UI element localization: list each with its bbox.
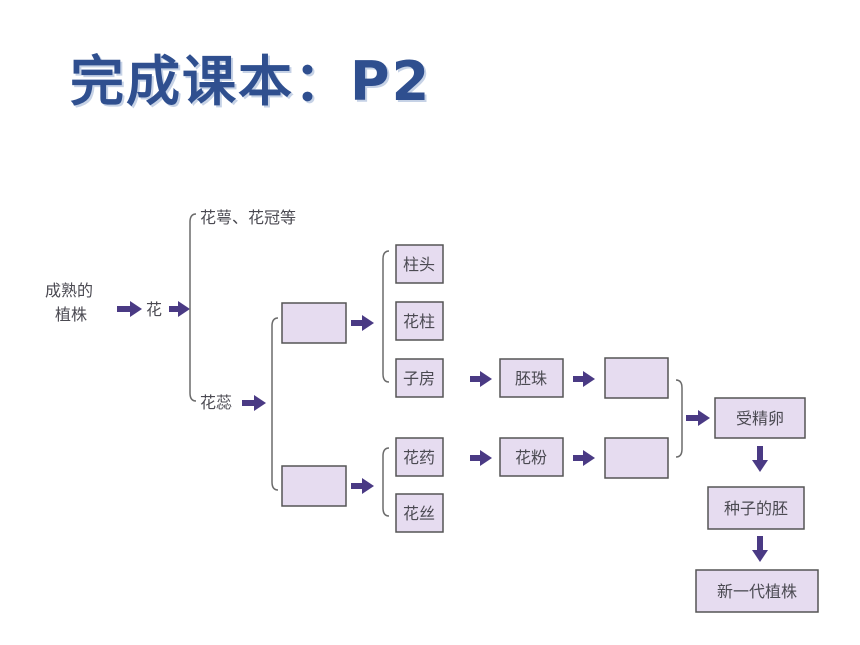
label-pollen: 花粉 [515, 448, 547, 467]
label-fertilized-egg: 受精卵 [736, 409, 784, 428]
label-flower: 花 [146, 300, 162, 319]
label-calyx-corolla: 花萼、花冠等 [200, 208, 296, 227]
blank-box-egg[interactable] [604, 357, 669, 399]
arrow-stamen-to-bracket [351, 478, 374, 494]
arrow-ovary-to-ovule [470, 371, 492, 387]
bracket-fertilization [675, 379, 683, 458]
label-ovary: 子房 [403, 369, 435, 388]
label-mature-plant-line2: 植株 [55, 305, 87, 324]
bracket-stamen-parts [382, 447, 390, 517]
arrow-pollen-to-blank [573, 450, 595, 466]
arrow-ovule-to-blank [573, 371, 595, 387]
blank-box-stamen[interactable] [281, 465, 347, 507]
arrow-pistil-to-bracket [351, 315, 374, 331]
arrow-plant-to-flower [117, 301, 142, 317]
arrow-anther-to-pollen [470, 450, 492, 466]
arrow-embryo-to-new-plant [752, 536, 768, 562]
box-fertilized-egg [714, 397, 806, 439]
box-filament [395, 493, 444, 533]
page-title: 完成课本：P2 [70, 50, 432, 113]
label-stamens-pistil: 花蕊 [200, 393, 232, 412]
arrow-flower-to-bracket [169, 301, 190, 317]
box-anther [395, 437, 444, 477]
box-new-plant [695, 569, 819, 613]
label-new-plant: 新一代植株 [717, 582, 797, 601]
box-style [395, 301, 444, 341]
label-mature-plant-line1: 成熟的 [45, 281, 93, 300]
label-ovule: 胚珠 [515, 369, 547, 388]
blank-box-sperm[interactable] [604, 437, 669, 479]
blank-box-pistil[interactable] [281, 302, 347, 344]
bracket-stamens-pistil [271, 317, 279, 491]
arrow-stamens-to-bracket [242, 395, 266, 411]
label-filament: 花丝 [403, 504, 435, 523]
label-anther: 花药 [403, 448, 435, 467]
box-ovule [499, 358, 564, 398]
box-seed-embryo [707, 486, 805, 530]
arrow-to-fertilized-egg [686, 410, 710, 426]
label-style: 花柱 [403, 312, 435, 331]
bracket-flower-parts [189, 213, 197, 402]
box-pollen [499, 437, 564, 477]
arrow-egg-to-embryo [752, 446, 768, 472]
label-stigma: 柱头 [403, 255, 435, 274]
box-stigma [395, 244, 444, 284]
box-ovary [395, 358, 444, 398]
label-seed-embryo: 种子的胚 [724, 499, 788, 518]
bracket-pistil-parts [382, 250, 390, 383]
